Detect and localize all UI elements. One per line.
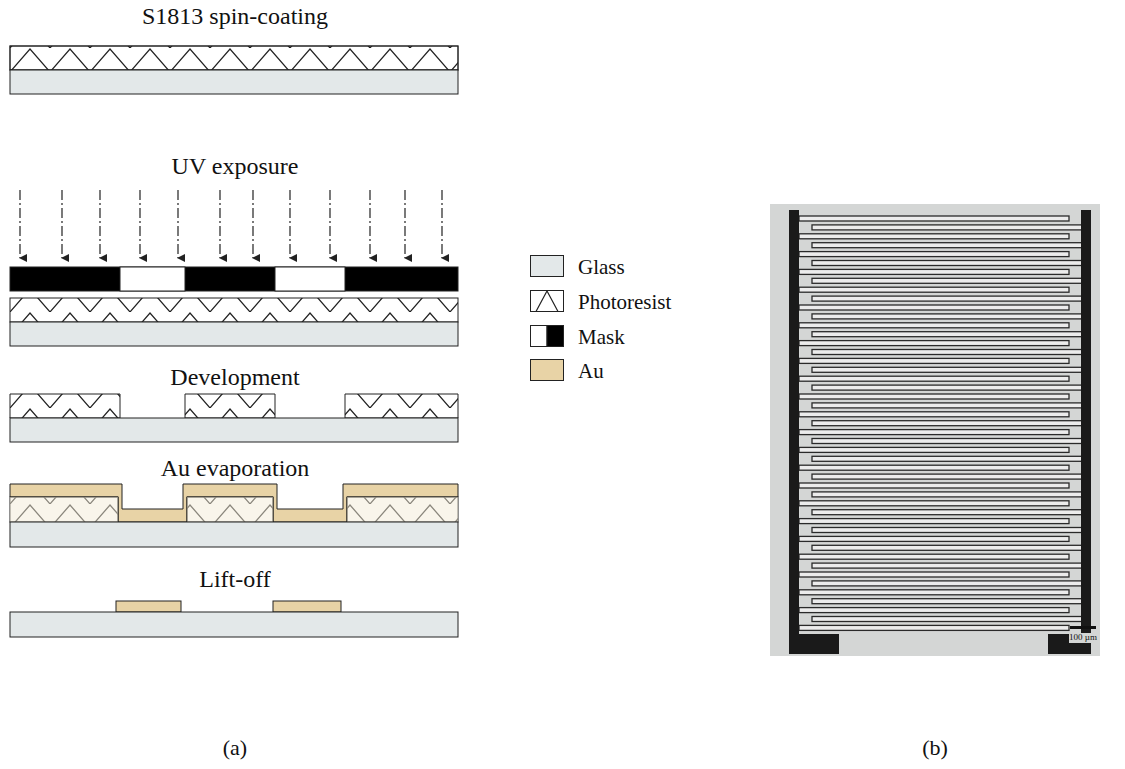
step-title: S1813 spin-coating xyxy=(142,3,328,29)
legend-sample xyxy=(530,290,564,312)
evaporation-step xyxy=(10,484,458,547)
legend-sample xyxy=(530,325,564,347)
electrode-finger xyxy=(812,599,1082,604)
electrode-finger xyxy=(812,385,1082,390)
micrograph xyxy=(770,204,1100,656)
electrode-finger xyxy=(799,501,1069,506)
electrode-finger xyxy=(812,278,1082,283)
electrode-finger xyxy=(799,608,1069,613)
legend-text: Au xyxy=(578,359,604,383)
step-title: Development xyxy=(170,364,299,390)
legend-row: Mask xyxy=(530,325,730,349)
electrode-finger xyxy=(799,447,1069,452)
electrode-finger xyxy=(799,572,1069,577)
uv-arrow xyxy=(369,190,370,258)
uv-arrow xyxy=(99,190,100,258)
development-step xyxy=(10,394,458,442)
step-title: UV exposure xyxy=(172,153,299,179)
uv-arrow xyxy=(404,190,405,258)
electrode-finger xyxy=(812,243,1082,248)
legend-row: Photoresist xyxy=(530,290,730,314)
uv-arrow xyxy=(289,190,290,258)
electrode-finger xyxy=(799,323,1069,328)
legend-row: Au xyxy=(530,359,730,383)
electrode-finger xyxy=(799,376,1069,381)
electrode-finger xyxy=(812,563,1082,568)
electrode-finger xyxy=(799,625,1069,630)
electrode-finger xyxy=(812,421,1082,426)
legend-swatch xyxy=(530,255,564,277)
electrode-finger xyxy=(812,314,1082,319)
uv-arrows xyxy=(20,190,442,258)
electrode-finger xyxy=(799,287,1069,292)
electrode-finger xyxy=(799,483,1069,488)
uv-arrow xyxy=(441,190,442,258)
uv-arrow xyxy=(139,190,140,258)
legend-row: Glass xyxy=(530,255,730,279)
legend-text: Photoresist xyxy=(578,290,671,314)
electrode-finger xyxy=(812,528,1082,533)
electrode-finger xyxy=(799,536,1069,541)
uv-arrow xyxy=(329,190,330,258)
step-title: Lift-off xyxy=(199,566,271,592)
step-title: Au evaporation xyxy=(161,455,310,481)
electrode-finger xyxy=(812,296,1082,301)
electrode-finger xyxy=(799,216,1069,221)
electrode-finger xyxy=(812,332,1082,337)
electrode-finger xyxy=(812,510,1082,515)
electrode-finger xyxy=(799,465,1069,470)
electrode-finger xyxy=(799,519,1069,524)
electrode-finger xyxy=(812,261,1082,266)
electrode-finger xyxy=(812,403,1082,408)
electrode-finger xyxy=(799,358,1069,363)
electrode-finger xyxy=(799,430,1069,435)
electrode-finger xyxy=(812,617,1082,622)
electrode-finger xyxy=(799,269,1069,274)
panel-label: (a) xyxy=(223,736,247,760)
uv-arrow xyxy=(61,190,62,258)
electrode-finger xyxy=(799,341,1069,346)
liftoff-step xyxy=(10,601,458,637)
scale-bar-label: 100 µm xyxy=(1069,633,1097,643)
legend-text: Mask xyxy=(578,325,625,349)
uv-arrow xyxy=(19,190,20,258)
electrode-finger xyxy=(812,367,1082,372)
electrode-finger xyxy=(812,439,1082,444)
uv-arrow xyxy=(177,190,178,258)
electrode-finger xyxy=(812,456,1082,461)
uv-arrow xyxy=(252,190,253,258)
uv-step xyxy=(10,267,458,346)
electrode-finger xyxy=(799,394,1069,399)
electrode-finger xyxy=(799,234,1069,239)
panel-label: (b) xyxy=(922,736,948,760)
electrode-finger xyxy=(812,350,1082,355)
electrode-finger xyxy=(812,474,1082,479)
uv-arrow xyxy=(219,190,220,258)
electrode-finger xyxy=(799,252,1069,257)
electrode-finger xyxy=(812,545,1082,550)
legend-text: Glass xyxy=(578,255,625,279)
electrode-finger xyxy=(812,581,1082,586)
legend-swatch xyxy=(530,359,564,381)
spin-coat-step xyxy=(10,46,458,94)
electrode-fingers xyxy=(799,216,1082,630)
electrode-finger xyxy=(812,492,1082,497)
electrode-finger xyxy=(812,225,1082,230)
electrode-finger xyxy=(799,590,1069,595)
electrode-finger xyxy=(799,554,1069,559)
electrode-finger xyxy=(799,305,1069,310)
electrode-finger xyxy=(799,412,1069,417)
